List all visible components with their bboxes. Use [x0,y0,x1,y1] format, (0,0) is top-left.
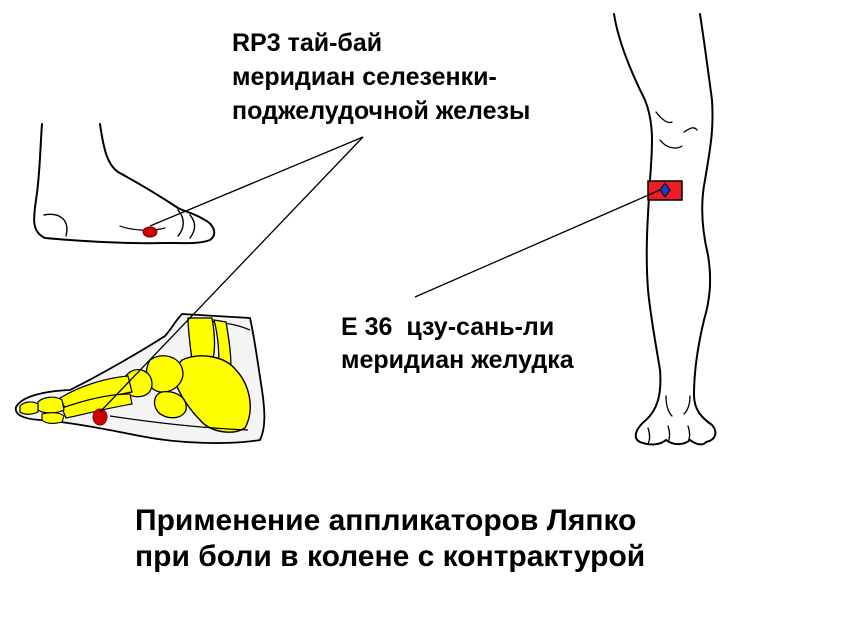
applicator-patch [647,180,683,201]
rp3-meridian-line2: поджелудочной железы [232,97,531,125]
caption: Применение аппликаторов Ляпко при боли в… [135,503,645,575]
leg-outline [613,13,717,446]
e36-title: Е 36 цзу-сань-ли [341,313,555,341]
acupoint-marker [142,226,158,238]
rp3-point-label: RP3 тай-бай меридиан селезенки- поджелуд… [232,26,530,128]
foot-side-outline [33,123,216,245]
leader-line-e36 [414,189,661,298]
caption-line1: Применение аппликаторов Ляпко [135,504,637,537]
e36-meridian: меридиан желудка [341,346,574,374]
leader-line-rp3-bottom [99,136,364,413]
leader-line-rp3-top [149,136,364,227]
foot-skeleton [14,313,266,444]
e36-point-label: Е 36 цзу-сань-ли меридиан желудка [341,311,574,377]
acupoint-marker [92,408,108,426]
leader-lines [99,136,661,413]
rp3-meridian-line1: меридиан селезенки- [232,63,497,91]
rp3-title: RP3 тай-бай [232,29,383,57]
caption-line2: при боли в колене с контрактурой [135,540,646,573]
